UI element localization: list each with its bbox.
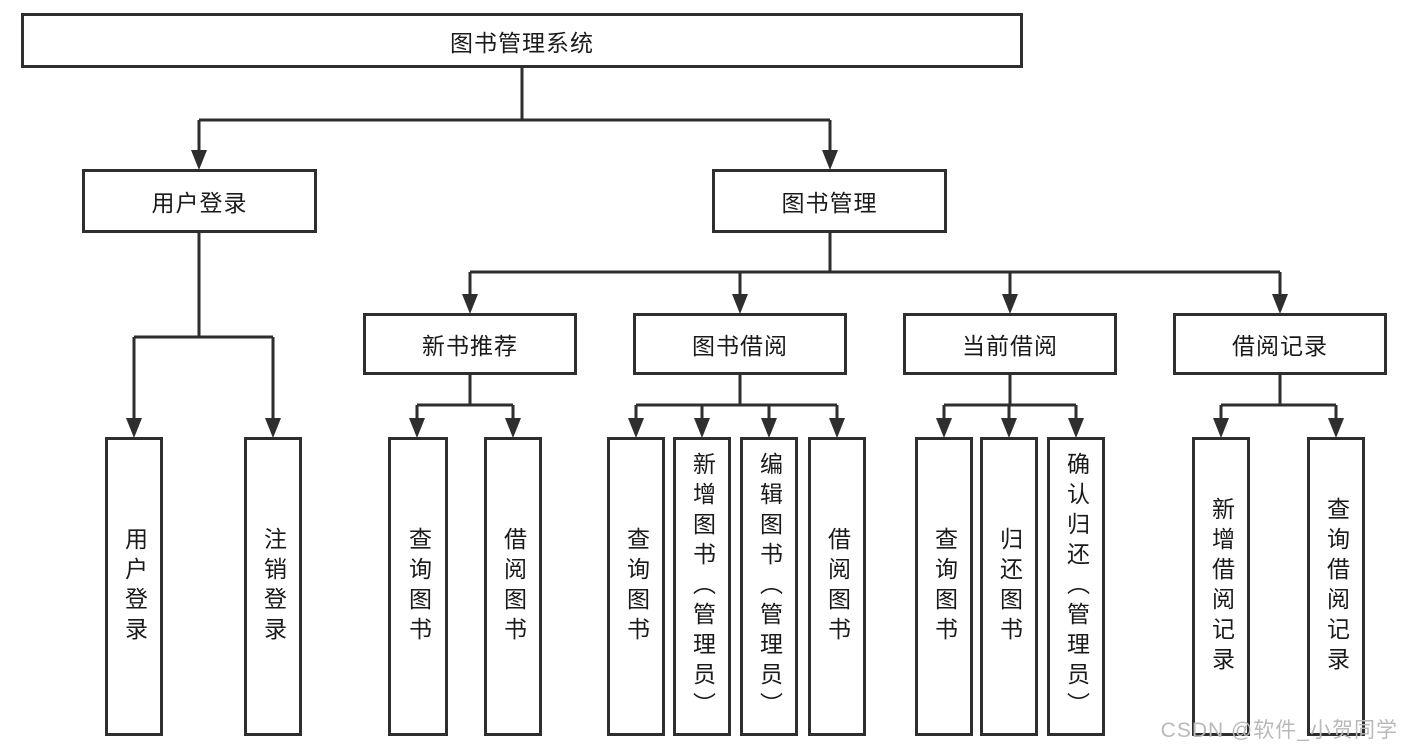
leaf-label: 注销登录 bbox=[260, 526, 287, 647]
leaf-label: 编辑图书（管理员） bbox=[756, 451, 783, 722]
leaf-label: 借阅图书 bbox=[500, 526, 527, 647]
leaf-node-query-books-3: 查询图书 bbox=[915, 437, 973, 736]
leaf-node-user-login: 用户登录 bbox=[105, 437, 163, 736]
leaf-node-query-books-1: 查询图书 bbox=[388, 437, 448, 736]
leaf-node-add-books-admin: 新增图书（管理员） bbox=[673, 437, 731, 736]
leaf-node-confirm-return-admin: 确认归还（管理员） bbox=[1047, 437, 1105, 736]
node-new-book-recommend: 新书推荐 bbox=[363, 313, 577, 375]
connector-root-to-level2 bbox=[197, 68, 832, 152]
node-label: 新书推荐 bbox=[422, 333, 518, 359]
leaf-label: 新增图书（管理员） bbox=[689, 451, 716, 722]
node-borrow-record: 借阅记录 bbox=[1173, 313, 1387, 375]
leaf-label: 查询图书 bbox=[623, 526, 650, 647]
node-user-login: 用户登录 bbox=[82, 169, 317, 233]
node-label: 借阅记录 bbox=[1232, 333, 1328, 359]
leaf-label: 查询借阅记录 bbox=[1323, 496, 1350, 677]
connector-book-management-to-level3 bbox=[468, 233, 1282, 296]
connector-new-book-to-leaves bbox=[415, 375, 515, 420]
node-book-management: 图书管理 bbox=[712, 169, 947, 233]
leaf-node-query-borrow-record: 查询借阅记录 bbox=[1307, 437, 1365, 736]
leaf-node-borrow-books-2: 借阅图书 bbox=[808, 437, 866, 736]
leaf-node-logout: 注销登录 bbox=[244, 437, 302, 736]
leaf-label: 确认归还（管理员） bbox=[1063, 451, 1090, 722]
node-book-borrow: 图书借阅 bbox=[633, 313, 847, 375]
leaf-label: 查询图书 bbox=[405, 526, 432, 647]
arrowhead-icons bbox=[126, 150, 1344, 438]
connector-user-login-to-leaves bbox=[132, 233, 275, 420]
node-label: 图书借阅 bbox=[692, 333, 788, 359]
node-label: 图书管理 bbox=[781, 190, 878, 216]
leaf-label: 归还图书 bbox=[996, 526, 1023, 647]
node-label: 当前借阅 bbox=[962, 333, 1058, 359]
connector-borrow-record-to-leaves bbox=[1219, 375, 1338, 420]
leaf-node-edit-books-admin: 编辑图书（管理员） bbox=[740, 437, 798, 736]
node-current-borrow: 当前借阅 bbox=[903, 313, 1117, 375]
leaf-node-borrow-books-1: 借阅图书 bbox=[484, 437, 542, 736]
node-label: 图书管理系统 bbox=[450, 29, 594, 56]
leaf-label: 新增借阅记录 bbox=[1208, 496, 1235, 677]
leaf-node-query-books-2: 查询图书 bbox=[607, 437, 665, 736]
leaf-node-add-borrow-record: 新增借阅记录 bbox=[1192, 437, 1250, 736]
leaf-label: 查询图书 bbox=[931, 526, 958, 647]
leaf-label: 借阅图书 bbox=[824, 526, 851, 647]
leaf-node-return-books: 归还图书 bbox=[980, 437, 1038, 736]
leaf-label: 用户登录 bbox=[121, 526, 148, 647]
node-system-root: 图书管理系统 bbox=[21, 13, 1023, 68]
csdn-watermark: CSDN @软件_小贺同学 bbox=[1160, 719, 1398, 742]
connector-current-borrow-to-leaves bbox=[942, 375, 1078, 420]
node-label: 用户登录 bbox=[151, 190, 248, 216]
connector-book-borrow-to-leaves bbox=[634, 375, 839, 420]
